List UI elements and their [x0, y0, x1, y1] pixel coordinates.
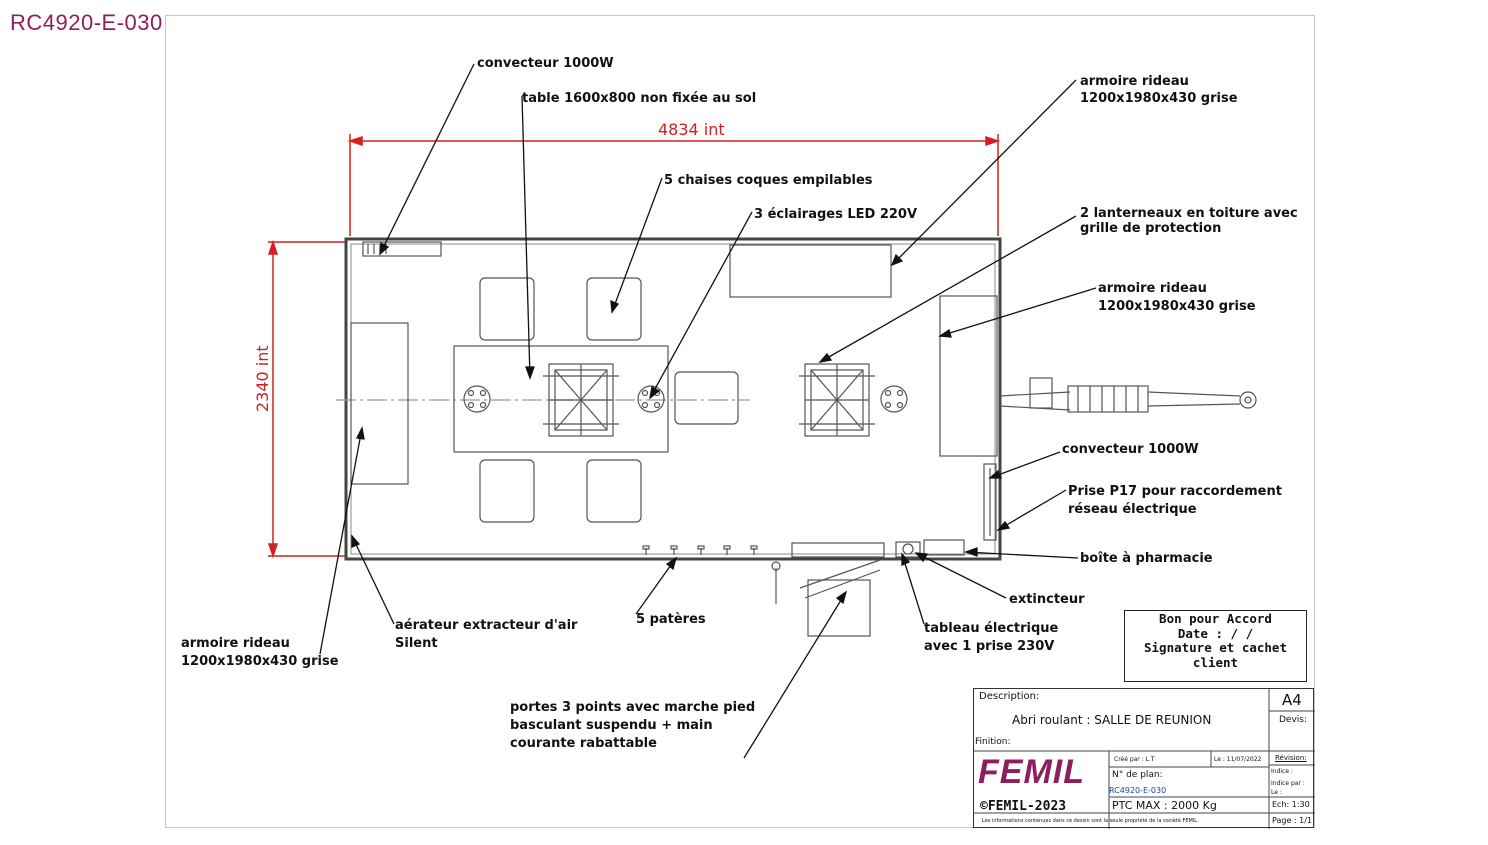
callout-eclairages: 3 éclairages LED 220V	[754, 207, 918, 222]
drawing-reference: RC4920-E-030	[10, 10, 163, 35]
indice-label: Indice :	[1271, 768, 1293, 775]
door-and-step	[771, 542, 885, 637]
callout-convecteur-top: convecteur 1000W	[477, 56, 614, 71]
convector-top-left	[362, 241, 442, 257]
created-by: Créé par : L.T	[1114, 756, 1155, 763]
ptc-max: PTC MAX : 2000 Kg	[1112, 799, 1217, 812]
chair	[674, 371, 739, 425]
leader-lines	[319, 63, 1097, 759]
indice-par-label: Indice par :	[1271, 780, 1305, 787]
callout-convecteur-right: convecteur 1000W	[1062, 442, 1199, 457]
left-wardrobe	[350, 322, 409, 485]
callout-table: table 1600x800 non fixée au sol	[522, 91, 757, 106]
meeting-table	[453, 345, 669, 453]
confidentiality-notice: Les informations contenues dans ce dessi…	[982, 818, 1199, 824]
revision-label: Révision:	[1275, 754, 1307, 762]
copyright: ©FEMIL-2023	[980, 799, 1067, 814]
chair	[479, 459, 535, 523]
creation-date: Le : 11/07/2022	[1214, 756, 1262, 763]
callout-pateres: 5 patères	[636, 612, 706, 627]
approval-title: Bon pour Accord	[1159, 611, 1272, 626]
cabin-structure	[336, 237, 1257, 637]
approval-box: Bon pour Accord Date : / / Signature et …	[1124, 610, 1307, 682]
cabin-inner-wall	[350, 243, 996, 555]
right-wardrobe	[939, 295, 998, 457]
callout-extincteur: extincteur	[1009, 592, 1085, 607]
pharmacy-box	[923, 539, 965, 556]
chair	[586, 277, 642, 341]
description-value: Abri roulant : SALLE DE REUNION	[1012, 713, 1212, 727]
skylight	[799, 363, 875, 437]
femil-logo: FEMIL	[978, 753, 1085, 791]
cabin-outline	[344, 237, 1002, 561]
title-block-grid	[974, 689, 1315, 829]
description-label: Description:	[979, 691, 1040, 702]
led-light	[463, 385, 491, 413]
drawing-sheet-border	[165, 15, 1315, 828]
page-number: Page : 1/1	[1272, 816, 1313, 825]
top-wardrobe	[729, 244, 892, 298]
title-block: Description: Abri roulant : SALLE DE REU…	[973, 688, 1315, 829]
callout-pharmacie: boîte à pharmacie	[1080, 551, 1213, 566]
plan-number-label: N° de plan:	[1112, 770, 1163, 780]
scale: Ech: 1:30	[1272, 800, 1310, 809]
approval-signature: Signature et cachet client	[1144, 640, 1287, 670]
chair	[586, 459, 642, 523]
tow-bar	[999, 377, 1257, 413]
sheet-format: A4	[1282, 691, 1302, 709]
convector-right	[983, 463, 997, 541]
devis-label: Devis:	[1279, 715, 1308, 725]
callout-chaises: 5 chaises coques empilables	[664, 173, 873, 188]
coat-hooks	[642, 545, 758, 555]
led-light	[637, 385, 665, 413]
width-dimension-label: 2340 int	[253, 345, 272, 412]
led-light	[880, 385, 908, 413]
chair	[479, 277, 535, 341]
dimension-lines	[267, 134, 1001, 559]
plan-number: RC4920-E-030	[1109, 786, 1167, 795]
length-dimension-label: 4834 int	[658, 120, 725, 139]
approval-date: Date : / /	[1177, 625, 1254, 641]
skylight	[543, 363, 619, 437]
le-label: Le :	[1271, 789, 1282, 796]
finition-label: Finition:	[975, 737, 1011, 747]
electrical-panel	[895, 541, 921, 558]
